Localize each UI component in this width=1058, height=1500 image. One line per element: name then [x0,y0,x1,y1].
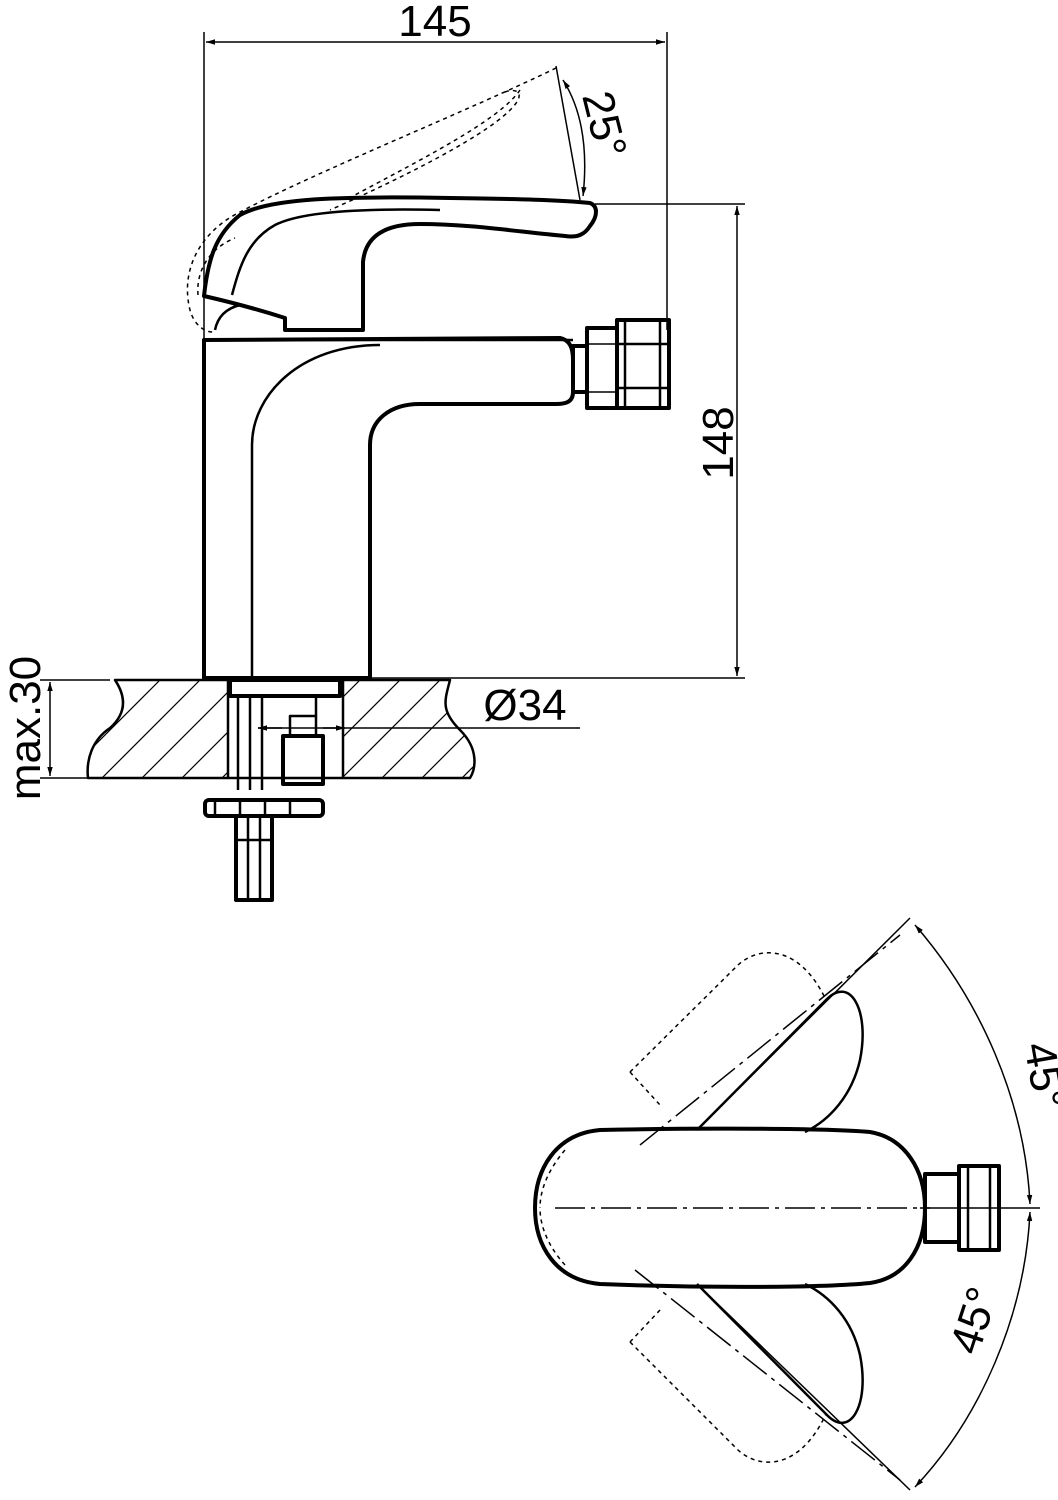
width-label: 145 [398,0,471,46]
hole-diameter-label: Ø34 [483,681,566,730]
lever-handle [202,195,598,332]
aerator-nozzle [571,318,671,410]
handle-rotated-left [629,952,864,1134]
handle-rotated-right [629,1282,864,1463]
lever-raised-outline [186,67,557,333]
width-dimension: 145 [203,0,668,340]
mounting-hardware: Ø34 [203,678,580,902]
deck-thickness-label: max.30 [1,656,50,800]
mixer-top-outline [533,1126,930,1289]
top-view: 45° 45° [533,917,1058,1491]
deck-thickness-dimension: max.30 [1,656,110,800]
mixer-body [202,336,575,680]
rotation-left-label: 45° [1014,1038,1058,1112]
rotation-right-label: 45° [941,1281,1008,1359]
height-dimension: 148 [370,203,745,679]
height-label: 148 [694,406,743,479]
side-view: 145 148 25° [1,0,745,902]
lever-angle-label: 25° [572,86,636,162]
rotation-dimension: 45° 45° [914,924,1058,1488]
lever-angle-dimension: 25° [555,65,636,201]
